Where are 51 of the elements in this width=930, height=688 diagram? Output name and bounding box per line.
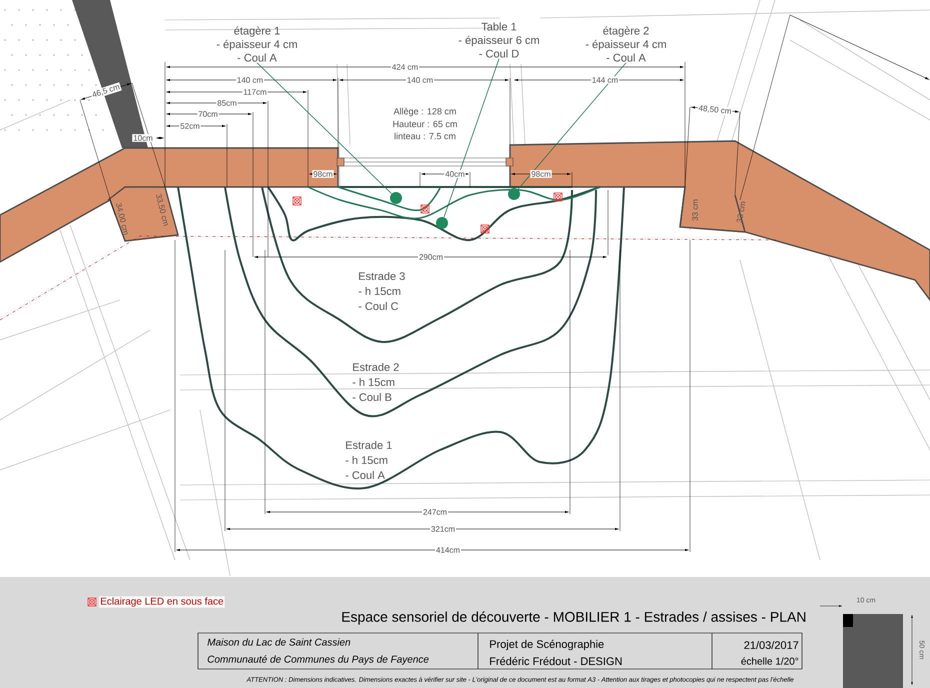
dimension-label: 34,00 cm [116,202,128,235]
platform-label: Estrade 1 [346,440,392,450]
callout-text: étagère 2 - épaisseur 4 cm - Coul A [586,26,666,62]
platform-label: - h 15cm [346,456,388,464]
dimension-label: 98cm [312,170,334,178]
dimension-label: 10cm [132,134,154,142]
title-block-text: 21/03/2017 [744,640,798,650]
marker-dot [508,188,520,200]
title: Espace sensoriel de découverte - MOBILIER 1 - Estrades / assises - PLAN [342,611,806,625]
dimension-label: 321cm [430,525,456,533]
platform-label: - Coul B [352,392,392,402]
platform-label: - h 15cm [352,378,394,386]
dimension-label: 98cm [530,170,552,178]
platform-label: Estrade 2 [353,362,399,372]
dimension-label: 144 cm [590,76,620,84]
dimension-label: 40cm [444,170,466,178]
marker-dot [436,217,448,229]
dimension-label: 247cm [422,508,448,516]
title-block-text: échelle 1/20° [741,657,798,665]
window-note: Hauteur : 65 cm [393,120,457,128]
dimension-label: 290cm [418,253,444,261]
title-block-text: Projet de Scénographie [490,640,604,650]
callout-text: étagère 1 - épaisseur 4 cm - Coul A [216,26,297,62]
marker-dot [390,192,402,204]
dimension-label: 33,50 cm [156,194,168,226]
leader-line [444,58,500,218]
window-note: linteau : 7.5 cm [394,132,456,140]
dimension-label: 414cm [435,546,462,554]
title-block-text: Communauté de Communes du Pays de Fayence [208,655,429,665]
legend-label: Eclairage LED en sous face [99,596,225,608]
platform-label: - Coul A [346,470,385,480]
dimension-label: 140 cm [406,76,434,84]
dimension-label: 85cm [216,99,238,107]
dimension-label: 70cm [197,110,219,118]
title-block-text: Maison du Lac de Saint Cassien [208,638,350,646]
platform-label: Estrade 3 [359,272,405,280]
window-note: Allège : 128 cm [394,108,456,116]
callout-text: Table 1 - épaisseur 6 cm - Coul D [458,22,539,58]
dimension-label: 33 cm [692,200,698,221]
leader-line [256,62,392,194]
platform-label: - Coul C [358,302,398,310]
dimension-label: 52cm [179,122,201,130]
dimension-label: 424 cm [390,63,420,71]
dimension-label: 140 cm [236,76,264,84]
dimension-label: 117cm [242,88,268,96]
platform-label: - h 15cm [358,286,400,296]
dimension-label: 48,50 cm [697,104,733,116]
dimension-label: 33 cm [736,202,746,223]
leader-line [518,62,626,190]
dimension-label: 46,5 cm [90,82,122,100]
title-block-text: Frédéric Frédout - DESIGN [490,656,622,666]
